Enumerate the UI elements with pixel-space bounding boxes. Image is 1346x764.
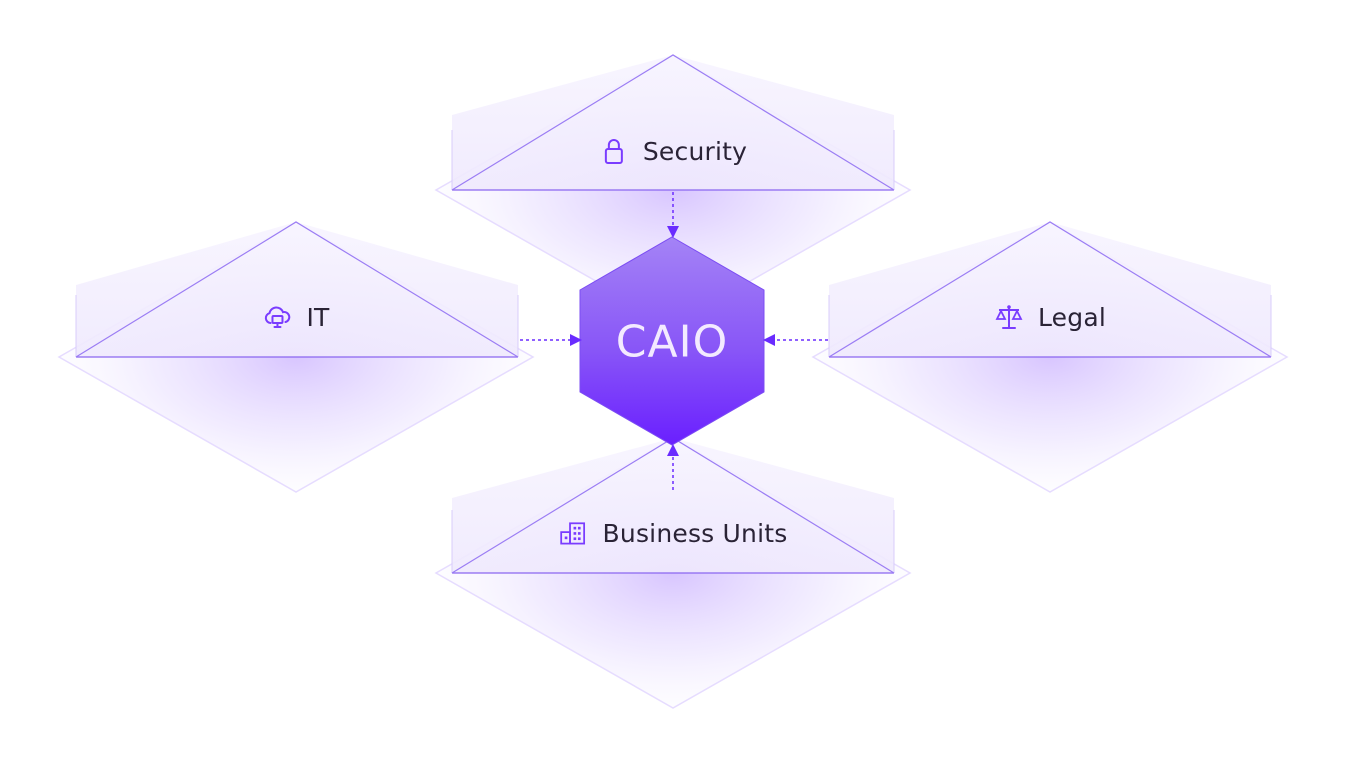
building-icon — [559, 518, 589, 548]
node-it-label: IT — [306, 302, 330, 332]
lock-icon — [599, 136, 629, 166]
cloud-monitor-icon — [262, 302, 292, 332]
node-legal-label: Legal — [1037, 302, 1107, 332]
node-legal: Legal — [994, 302, 1106, 332]
legal-card — [811, 221, 1289, 493]
caio-label: CAIO — [615, 316, 729, 368]
scales-icon — [994, 302, 1024, 332]
node-security: Security — [599, 136, 747, 166]
business-card — [434, 437, 912, 709]
node-security-label: Security — [642, 136, 748, 166]
security-card — [434, 54, 912, 326]
node-it: IT — [262, 302, 329, 332]
it-card — [57, 221, 535, 493]
node-business: Business Units — [559, 518, 788, 548]
node-business-label: Business Units — [602, 518, 788, 548]
